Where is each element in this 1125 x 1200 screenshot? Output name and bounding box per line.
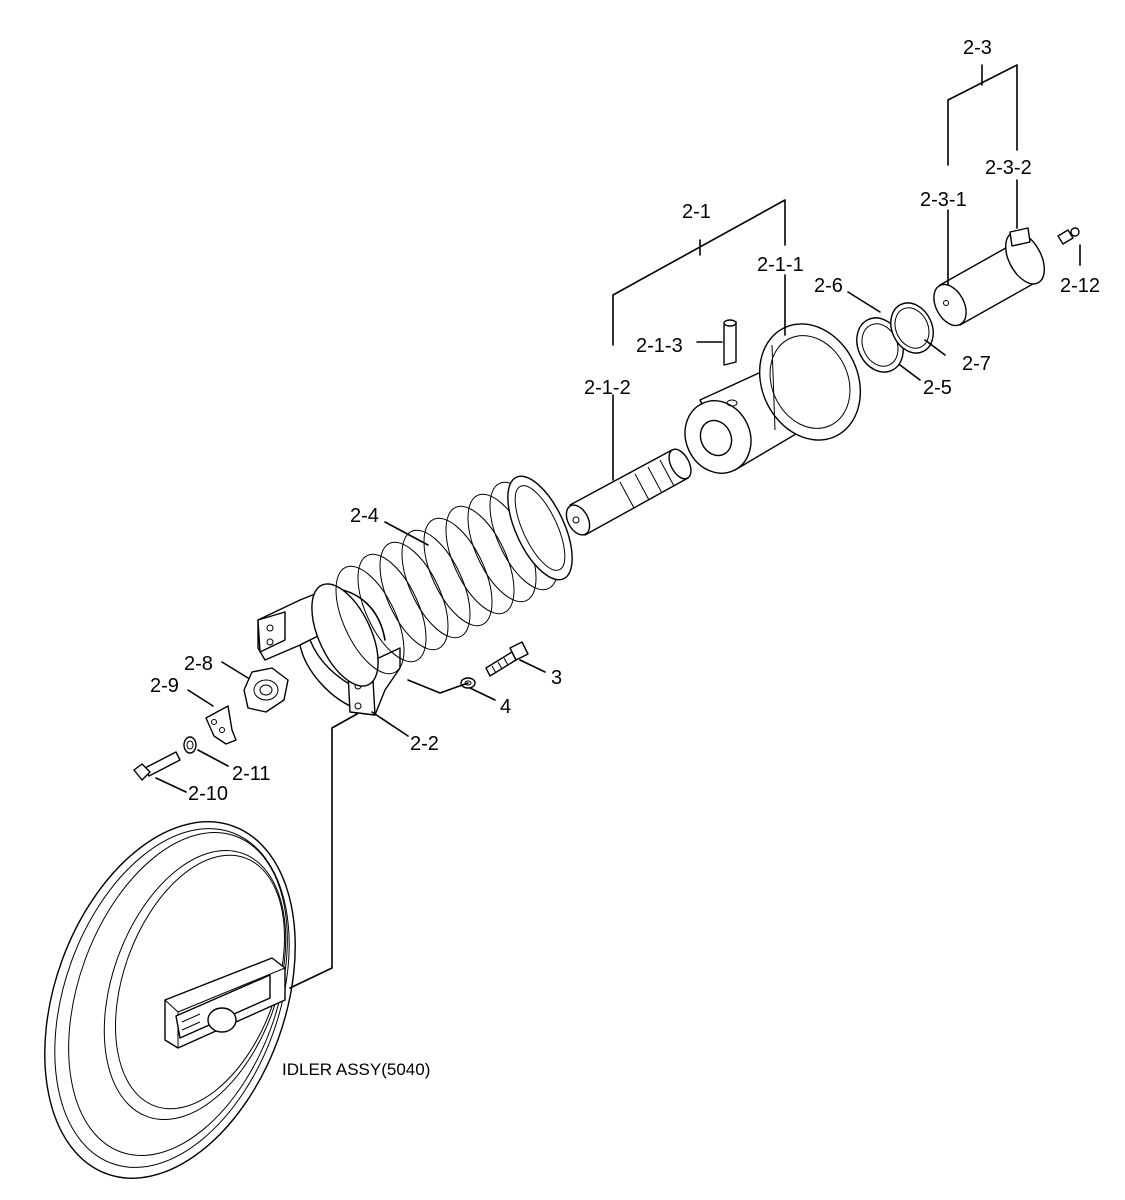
lock-plate <box>205 705 237 745</box>
label-2-10: 2-10 <box>188 783 228 805</box>
grease-fitting <box>1057 227 1080 245</box>
rod <box>565 448 692 536</box>
plug <box>933 227 1045 327</box>
label-2-1: 2-1 <box>682 201 711 223</box>
label-2-11: 2-11 <box>232 763 271 785</box>
label-2-6: 2-6 <box>814 275 843 297</box>
label-2-1-1: 2-1-1 <box>757 254 804 276</box>
rings <box>856 302 934 373</box>
label-2-3-2: 2-3-2 <box>985 157 1032 179</box>
recoil-spring <box>311 475 573 687</box>
label-2-1-2: 2-1-2 <box>584 377 631 399</box>
label-2-1-3: 2-1-3 <box>636 335 683 357</box>
label-4: 4 <box>500 696 511 718</box>
bolt-and-washer <box>460 641 529 689</box>
label-2-3-1: 2-3-1 <box>920 189 967 211</box>
label-2-4: 2-4 <box>350 505 379 527</box>
label-2-9: 2-9 <box>150 675 179 697</box>
bolt <box>133 751 181 781</box>
part-labels: 2-3 2-3-2 2-3-1 2-12 2-1 2-1-1 2-6 2-7 2… <box>150 37 1100 1079</box>
label-2-5: 2-5 <box>923 377 952 399</box>
label-2-3: 2-3 <box>963 37 992 59</box>
pin <box>723 319 737 366</box>
label-2-2: 2-2 <box>410 733 439 755</box>
label-idler-assy: IDLER ASSY(5040) <box>282 1060 430 1079</box>
cylinder <box>684 323 862 474</box>
idler-wheel <box>44 821 296 1179</box>
lock-washer <box>183 736 197 754</box>
label-2-12: 2-12 <box>1060 275 1100 297</box>
label-2-7: 2-7 <box>962 353 991 375</box>
leader-lines <box>155 64 1081 989</box>
nut <box>243 667 289 713</box>
label-3: 3 <box>551 667 562 689</box>
label-2-8: 2-8 <box>184 653 213 675</box>
